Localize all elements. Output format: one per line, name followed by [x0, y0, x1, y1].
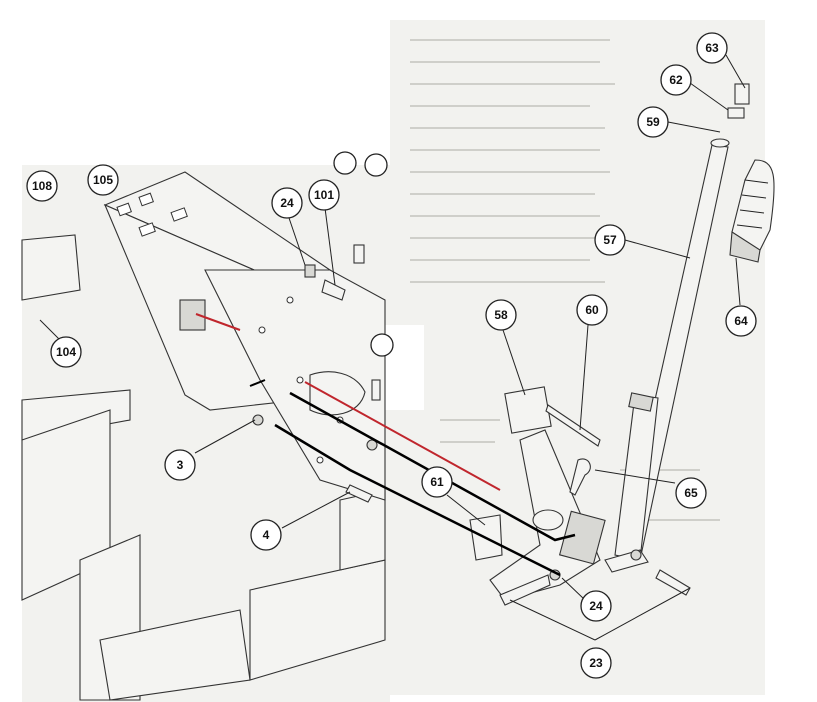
black-connector-b [289, 391, 576, 542]
pivot-arm-assembly [469, 386, 691, 606]
svg-text:57: 57 [603, 233, 617, 247]
callout-63: 63 [696, 32, 728, 64]
callout-65: 65 [675, 477, 707, 509]
mounting-bracket [103, 171, 386, 501]
svg-text:108: 108 [32, 179, 52, 193]
faded-text-texture [410, 39, 720, 521]
right-scan-panel [390, 20, 765, 695]
svg-text:63: 63 [705, 41, 719, 55]
svg-text:3: 3 [177, 458, 184, 472]
callout-3: 3 [164, 449, 196, 481]
svg-text:60: 60 [585, 303, 599, 317]
callout-104: 104 [50, 336, 82, 368]
callout-24-right: 24 [580, 590, 612, 622]
callout-58: 58 [485, 299, 517, 331]
svg-text:104: 104 [56, 345, 76, 359]
callout-105: 105 [87, 164, 119, 196]
callout-23: 23 [580, 647, 612, 679]
callout-64: 64 [725, 305, 757, 337]
partial-callout-top [333, 151, 394, 357]
svg-text:24: 24 [589, 599, 603, 613]
callout-59: 59 [637, 106, 669, 138]
red-connector-lower [304, 381, 501, 491]
red-connector-upper [195, 313, 241, 331]
callout-108: 108 [26, 170, 58, 202]
callout-62: 62 [660, 64, 692, 96]
bracket-hardware [252, 244, 381, 503]
black-connector-a [249, 379, 266, 387]
callout-101: 101 [308, 179, 340, 211]
svg-text:4: 4 [263, 528, 270, 542]
callout-4: 4 [250, 519, 282, 551]
svg-text:65: 65 [684, 486, 698, 500]
svg-text:24: 24 [280, 196, 294, 210]
svg-text:59: 59 [646, 115, 660, 129]
svg-text:61: 61 [430, 475, 444, 489]
callout-60: 60 [576, 294, 608, 326]
lever-assembly [614, 83, 775, 561]
svg-text:105: 105 [93, 173, 113, 187]
svg-text:64: 64 [734, 314, 748, 328]
callout-61: 61 [421, 466, 453, 498]
machine-frame [21, 234, 386, 701]
connector-lines [195, 313, 576, 577]
leader-lines [39, 54, 746, 641]
svg-text:58: 58 [494, 308, 508, 322]
svg-text:23: 23 [589, 656, 603, 670]
black-connector-c [274, 423, 561, 577]
callout-57: 57 [594, 224, 626, 256]
svg-text:62: 62 [669, 73, 683, 87]
callout-24-left: 24 [271, 187, 303, 219]
svg-text:101: 101 [314, 188, 334, 202]
